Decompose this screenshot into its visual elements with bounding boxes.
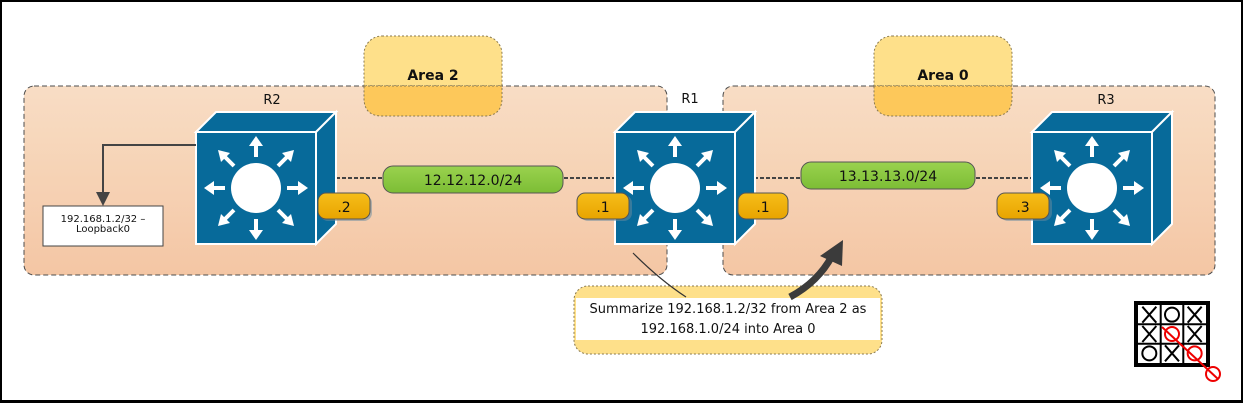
subnet-pill-12 <box>382 165 564 194</box>
callout-pointer <box>632 252 687 298</box>
router-r1-icon[interactable] <box>613 110 757 246</box>
x-mark-icon <box>1141 306 1158 324</box>
loopback-arrowhead-icon <box>96 192 110 206</box>
router-r3-label: R3 <box>1097 93 1114 108</box>
ip-r1-right-label: .1 <box>756 200 769 216</box>
area-2-label: Area 2 <box>407 68 458 84</box>
callout-line2: 192.168.1.0/24 into Area 0 <box>641 322 816 337</box>
o-mark-icon <box>1141 345 1158 362</box>
summary-arrowhead-icon <box>820 240 843 266</box>
ip-badge-r1-left <box>576 192 630 220</box>
x-mark-icon <box>1186 306 1203 324</box>
x-mark-icon <box>1141 325 1158 343</box>
o-mark-icon <box>1164 306 1180 323</box>
loopback-box <box>42 205 164 247</box>
win-line <box>1161 326 1219 380</box>
ip-r3-label: .3 <box>1016 200 1029 216</box>
loopback-connector <box>102 144 196 200</box>
loopback-line2: Loopback0 <box>76 224 130 235</box>
ip-badge-r2 <box>317 192 371 220</box>
o-mark-icon <box>1164 326 1180 342</box>
area-0-label: Area 0 <box>917 68 969 84</box>
ip-r1-left-label: .1 <box>596 200 609 216</box>
subnet-12-label: 12.12.12.0/24 <box>424 173 522 189</box>
ip-badge-r3 <box>996 192 1050 220</box>
o-mark-icon <box>1186 345 1203 362</box>
area-2-region <box>23 85 668 276</box>
ip-r2-label: .2 <box>337 200 350 216</box>
loopback-line1: 192.168.1.2/32 – <box>61 214 146 225</box>
router-r2-label: R2 <box>263 93 280 108</box>
router-r3-icon[interactable] <box>1030 110 1174 246</box>
subnet-13-label: 13.13.13.0/24 <box>839 169 937 185</box>
subnet-pill-13 <box>800 161 976 190</box>
tictactoe-logo <box>1134 301 1221 382</box>
ip-badge-r1-right <box>737 192 789 220</box>
callout-line1: Summarize 192.168.1.2/32 from Area 2 as <box>590 302 867 317</box>
x-mark-icon <box>1186 325 1203 343</box>
router-r1-label: R1 <box>681 92 698 107</box>
o-mark-icon <box>1205 366 1221 382</box>
x-mark-icon <box>1164 344 1180 362</box>
router-r2-icon[interactable] <box>194 110 338 246</box>
